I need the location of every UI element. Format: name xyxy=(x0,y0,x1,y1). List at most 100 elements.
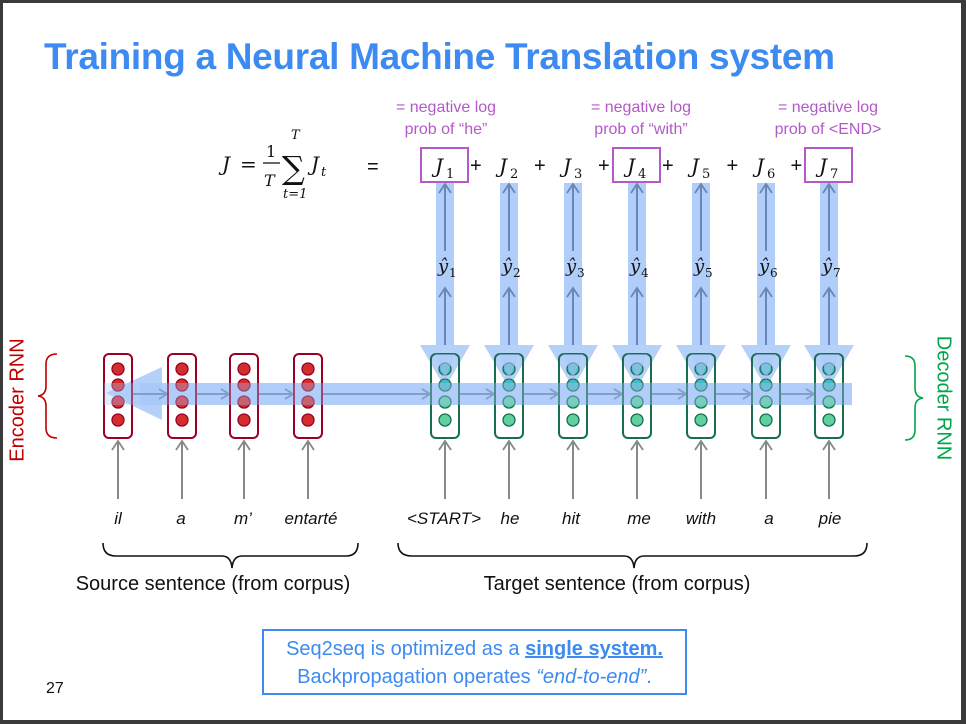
output-arrowhead-lower xyxy=(566,286,580,298)
loss-formula: J = 1 T T ∑ t=1 J t xyxy=(218,128,327,202)
slide xyxy=(3,3,961,720)
source-word: m’ xyxy=(234,509,252,528)
input-arrowhead xyxy=(566,439,580,451)
gradient-band-6 xyxy=(757,183,775,345)
loss-term-subscript: 2 xyxy=(510,167,518,182)
output-prediction-subscript: 6 xyxy=(770,266,778,280)
encoder-cell xyxy=(229,353,259,439)
output-arrowhead-upper xyxy=(502,182,516,194)
annotation-j7-line1: = negative log xyxy=(777,99,879,116)
note-line-2-suffix: . xyxy=(646,666,652,688)
highlighted-loss-box xyxy=(612,147,661,183)
input-arrows xyxy=(111,439,836,499)
encoder-cell xyxy=(103,353,133,439)
encoder-cell-box xyxy=(103,353,133,439)
target-word: <START> xyxy=(406,509,482,528)
loss-term: J xyxy=(559,154,572,178)
target-word: with xyxy=(685,509,717,528)
output-prediction-subscript: 5 xyxy=(705,266,713,280)
output-arrowhead-upper xyxy=(822,182,836,194)
source-word: il xyxy=(114,509,122,528)
output-prediction-subscript: 7 xyxy=(833,266,841,280)
formula-lhs: J xyxy=(218,152,231,176)
annotation-j7-line2: prob of <END> xyxy=(774,121,882,138)
input-arrowhead xyxy=(111,439,125,451)
loss-term: J xyxy=(752,154,765,178)
neuron xyxy=(237,395,251,409)
neuron xyxy=(822,413,836,427)
neuron xyxy=(175,395,189,409)
loss-term-subscript: 5 xyxy=(702,167,710,182)
output-prediction-label: ŷ xyxy=(629,256,641,277)
target-sentence-brace xyxy=(397,542,868,569)
input-arrowhead xyxy=(438,439,452,451)
gradient-band-7 xyxy=(820,183,838,345)
loss-term-subscript: 4 xyxy=(638,167,646,182)
formula-frac-den: T xyxy=(264,171,276,190)
neuron xyxy=(111,395,125,409)
neuron xyxy=(694,395,708,409)
output-prediction-label: ŷ xyxy=(437,256,449,277)
neuron xyxy=(175,362,189,376)
formula-term: J xyxy=(307,152,320,176)
input-arrowhead xyxy=(175,439,189,451)
output-prediction-subscript: 2 xyxy=(513,266,521,280)
loss-term: J xyxy=(687,154,700,178)
source-sentence-brace xyxy=(102,542,359,569)
neuron xyxy=(438,395,452,409)
gradient-band-2 xyxy=(500,183,518,345)
loss-term: J xyxy=(815,154,828,178)
gradient-overlay xyxy=(756,354,776,380)
output-arrowhead-upper xyxy=(438,182,452,194)
gradient-band-1 xyxy=(436,183,454,345)
input-arrowhead xyxy=(822,439,836,451)
loss-term-subscript: 3 xyxy=(574,167,582,182)
output-arrowhead-lower xyxy=(694,286,708,298)
annotation-j7: = negative log prob of <END> xyxy=(775,97,882,141)
output-arrowhead-upper xyxy=(694,182,708,194)
annotation-j4: = negative log prob of “with” xyxy=(591,97,691,141)
target-word: a xyxy=(764,509,774,528)
encoder-brace xyxy=(37,353,58,439)
neuron xyxy=(822,395,836,409)
annotation-j1-line2: prob of “he” xyxy=(404,121,488,138)
source-word: entarté xyxy=(284,509,338,528)
output-arrowhead-upper xyxy=(759,182,773,194)
neuron xyxy=(759,413,773,427)
hidden-state-arrows xyxy=(132,388,816,400)
decoder-rnn-label: Decoder RNN xyxy=(932,335,955,461)
encoder-cell-box xyxy=(167,353,197,439)
gradient-band-overlay xyxy=(104,383,852,405)
encoder-cell-box xyxy=(229,353,259,439)
gradient-overlay xyxy=(563,354,583,380)
annotation-j1: = negative log prob of “he” xyxy=(396,97,496,141)
neuron xyxy=(502,413,516,427)
annotation-j4-line2: prob of “with” xyxy=(594,121,688,138)
gradient-overlay xyxy=(627,354,647,380)
output-prediction-label: ŷ xyxy=(758,256,770,277)
output-prediction-subscript: 1 xyxy=(449,266,457,280)
loss-term-subscript: 7 xyxy=(830,167,838,182)
neuron xyxy=(301,362,315,376)
highlighted-loss-box xyxy=(804,147,853,183)
target-word: me xyxy=(627,509,651,528)
encoder-cell xyxy=(167,353,197,439)
decoder-cells xyxy=(104,353,852,439)
highlighted-loss-box xyxy=(420,147,469,183)
encoder-cell-box xyxy=(293,353,323,439)
loss-term-subscript: 1 xyxy=(446,167,454,182)
gradient-overlay xyxy=(435,354,455,380)
expansion-equals: = xyxy=(367,156,379,178)
gradient-band-3 xyxy=(564,183,582,345)
output-prediction-label: ŷ xyxy=(565,256,577,277)
gradient-band-4 xyxy=(628,183,646,345)
output-arrowhead-lower xyxy=(630,286,644,298)
neuron xyxy=(694,413,708,427)
neuron xyxy=(566,413,580,427)
formula-frac-num: 1 xyxy=(266,142,276,161)
output-arrowhead-upper xyxy=(630,182,644,194)
input-arrowhead xyxy=(502,439,516,451)
gradient-overlay xyxy=(499,354,519,380)
note-line-2-emphasis: “end-to-end” xyxy=(536,666,647,688)
